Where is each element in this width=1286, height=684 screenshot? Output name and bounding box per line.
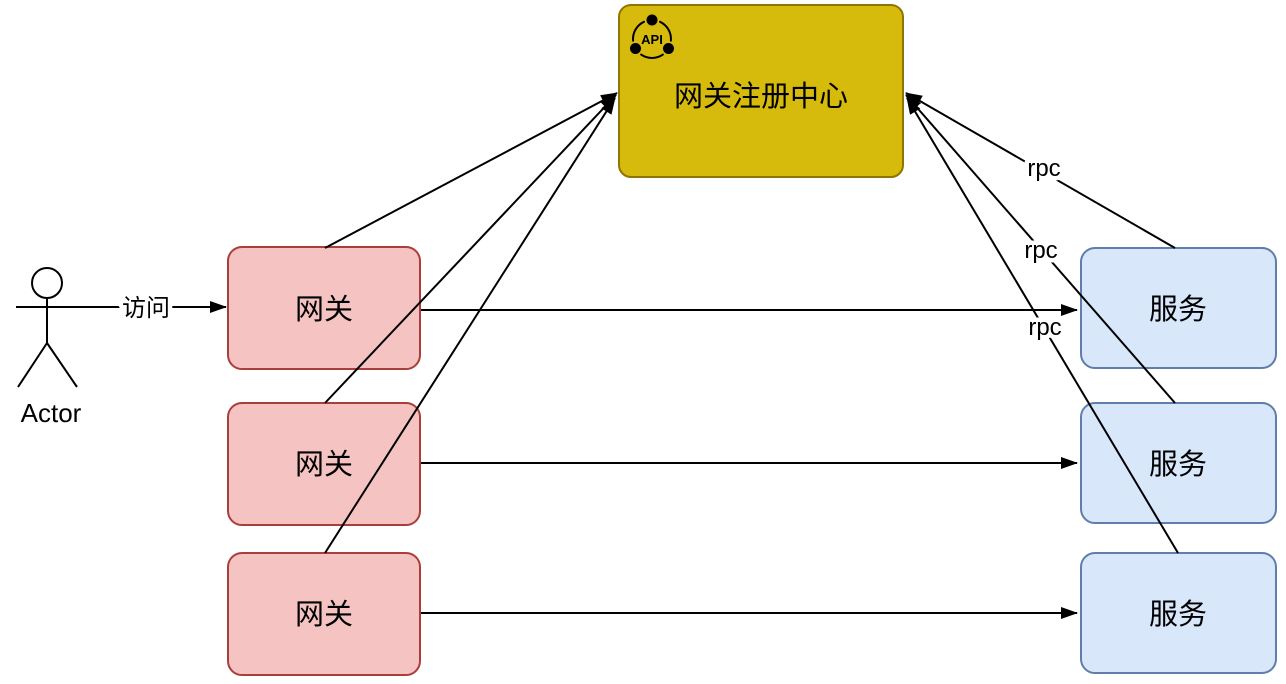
gateway-label-3: 网关 [295, 598, 353, 631]
edge-label-access: 访问 [122, 295, 170, 322]
service-node-2: 服务 [1080, 402, 1277, 524]
service-node-3: 服务 [1080, 552, 1277, 674]
gateway-box-2 [227, 402, 421, 526]
actor-label: Actor [21, 398, 82, 428]
gateway-box-1 [227, 246, 421, 370]
service-label-1: 服务 [1149, 293, 1207, 326]
edge-service3-to-registry [906, 97, 1179, 554]
gateway-node-3: 网关 [227, 552, 421, 676]
gateway-label-1: 网关 [295, 293, 353, 326]
api-share-icon: API [630, 14, 674, 59]
service-box-3 [1080, 552, 1277, 674]
edge-service2-to-registry [905, 94, 1176, 404]
service-node-1: 服务 [1080, 247, 1277, 369]
actor-head [31, 267, 63, 299]
gateway-box-3 [227, 552, 421, 676]
gateway-node-2: 网关 [227, 402, 421, 526]
service-box-2 [1080, 402, 1277, 524]
api-icon-text: API [641, 32, 663, 47]
gateway-node-1: 网关 [227, 246, 421, 370]
service-box-1 [1080, 247, 1277, 369]
service-label-3: 服务 [1149, 598, 1207, 631]
gateway-label-2: 网关 [295, 448, 353, 481]
edge-gateway1-to-registry [324, 92, 618, 249]
actor-leg-left [17, 342, 48, 388]
edge-label-rpc-1: rpc [1027, 155, 1060, 182]
service-label-2: 服务 [1149, 448, 1207, 481]
edge-label-rpc-3: rpc [1028, 314, 1061, 341]
registry-node: 网关注册中心 API [618, 4, 904, 178]
registry-box [618, 4, 904, 178]
registry-label: 网关注册中心 [674, 80, 848, 113]
actor-leg-right [46, 342, 78, 388]
actor-figure: Actor [17, 267, 82, 428]
edge-label-rpc-2: rpc [1024, 237, 1057, 264]
edge-gateway3-to-registry [324, 97, 616, 554]
edge-gateway2-to-registry [324, 94, 617, 404]
edge-service1-to-registry [905, 92, 1176, 249]
